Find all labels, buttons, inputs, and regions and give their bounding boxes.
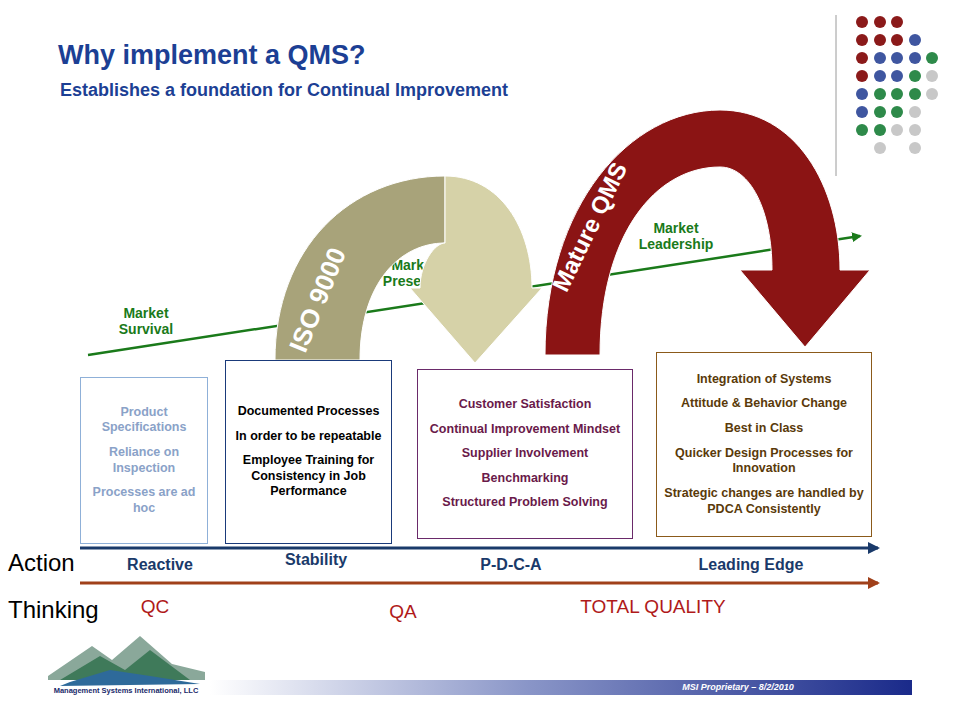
quality-stage: TOTAL QUALITY: [580, 596, 725, 618]
axis-stage: Reactive: [127, 556, 193, 574]
box-text: Continual Improvement Mindset: [430, 422, 620, 438]
subtitle: Establishes a foundation for Continual I…: [60, 80, 508, 101]
box-text: Strategic changes are handled by PDCA Co…: [663, 486, 865, 517]
axis-name: Thinking: [8, 596, 99, 624]
box-text: Structured Problem Solving: [442, 495, 607, 511]
box-text: Benchmarking: [482, 471, 569, 487]
box-text: Best in Class: [725, 421, 804, 437]
box-text: Integration of Systems: [697, 372, 832, 388]
stage-box: Integration of SystemsAttitude & Behavio…: [656, 352, 872, 537]
stage-box: Documented Processes In order to be repea…: [225, 360, 392, 544]
box-text: Processes are ad hoc: [87, 485, 201, 516]
axis-stage: Stability: [285, 551, 347, 569]
axis-name: Action: [8, 549, 75, 577]
slide-title: Why implement a QMS?: [58, 40, 366, 71]
arrow-body: [545, 110, 870, 355]
box-text: Quicker Design Processes for Innovation: [663, 446, 865, 477]
quality-stage: QC: [141, 596, 170, 618]
thinking-axis: [80, 582, 878, 585]
footer-bar: [210, 680, 912, 695]
company-name: Management Systems International, LLC: [54, 687, 199, 696]
box-text: Attitude & Behavior Change: [681, 396, 847, 412]
box-text: In order to be repeatable: [236, 429, 382, 445]
dot-grid: [856, 16, 938, 154]
stage-label: Market Leadership: [630, 220, 722, 252]
footer-note: MSI Proprietary – 8/2/2010: [682, 682, 794, 692]
divider-line: [836, 15, 837, 176]
arrow-body: [410, 176, 542, 363]
axis-stage: P-D-C-A: [480, 556, 541, 574]
box-text: Customer Satisfaction: [459, 397, 592, 413]
quality-stage: QA: [389, 601, 416, 623]
box-text: Employee Training for Consistency in Job…: [232, 453, 385, 500]
box-text: Product Specifications: [87, 405, 201, 436]
mature-qms-arrow: Mature QMS: [540, 105, 875, 360]
arrow-body: [275, 176, 445, 360]
axis-stage: Leading Edge: [699, 556, 804, 574]
box-text: Supplier Involvement: [462, 446, 588, 462]
box-text: Reliance on Inspection: [87, 445, 201, 476]
company-logo: [48, 636, 205, 686]
action-axis: [80, 547, 878, 550]
stage-box: Customer SatisfactionContinual Improveme…: [417, 369, 633, 539]
stage-label: Market Survival: [100, 305, 192, 337]
iso-arrow: ISO 9000: [270, 168, 545, 368]
stage-box: Product SpecificationsReliance on Inspec…: [80, 377, 208, 544]
box-text: Documented Processes: [238, 404, 380, 420]
